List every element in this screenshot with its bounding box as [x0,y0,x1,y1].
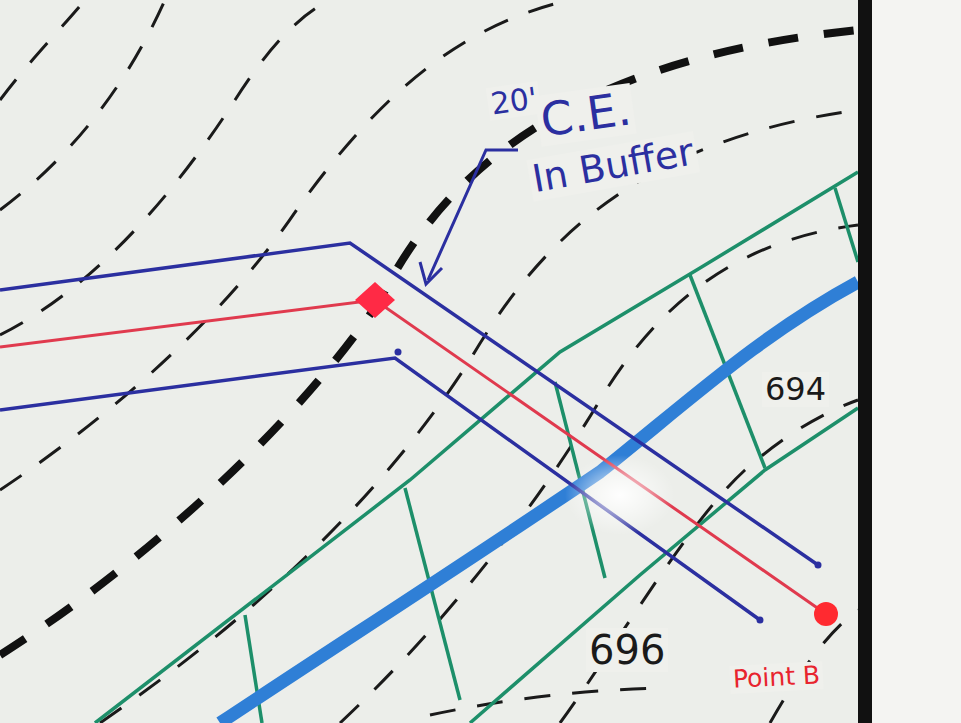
line-end [395,349,402,356]
stream [220,282,858,723]
pipe-line [0,300,826,614]
point-b-marker [814,602,838,626]
easement-lines [0,243,818,620]
stream-buffer [95,172,858,723]
point-a-marker [355,282,395,318]
dimension-label: 20' [486,81,543,121]
contour-elevation: 694 [762,372,829,407]
leader-line [420,150,518,284]
point-label: Point B [729,661,823,693]
line-end [757,617,764,624]
photo-glare [565,455,675,535]
contour-lines [0,0,858,723]
line-end [815,562,822,569]
contour-elevation: 696 [586,628,668,672]
board-edge [872,0,961,723]
board-frame [858,0,872,723]
index-contour [0,30,858,655]
